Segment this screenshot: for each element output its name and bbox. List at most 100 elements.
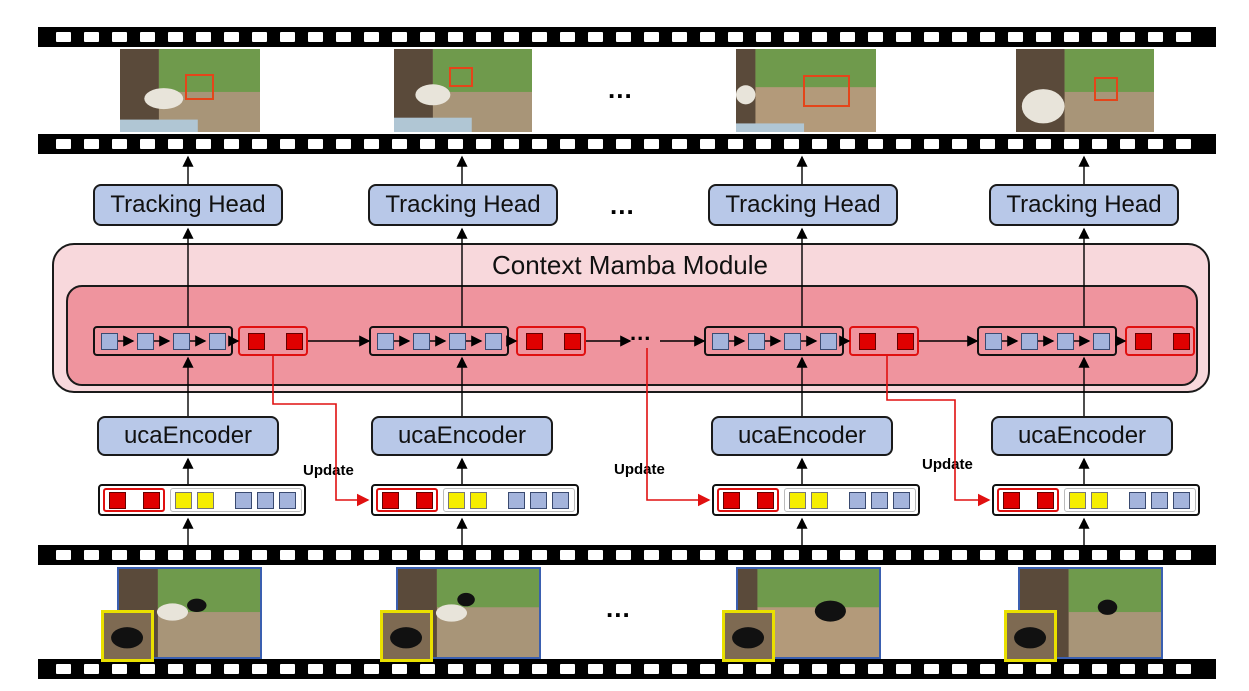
film-hole <box>1036 139 1051 149</box>
film-hole <box>896 664 911 674</box>
film-hole <box>448 664 463 674</box>
context-token <box>564 333 581 350</box>
tracking-head-3: Tracking Head <box>708 184 898 226</box>
search-token <box>1057 333 1074 350</box>
context-token <box>897 333 914 350</box>
film-hole <box>924 550 939 560</box>
search-token <box>1093 333 1110 350</box>
film-hole <box>672 664 687 674</box>
search-token <box>235 492 252 509</box>
tracking-head-4: Tracking Head <box>989 184 1179 226</box>
context-token <box>1037 492 1054 509</box>
film-hole <box>980 32 995 42</box>
film-hole <box>868 550 883 560</box>
film-hole <box>1008 664 1023 674</box>
template-search-tokens <box>784 488 916 512</box>
film-hole <box>308 550 323 560</box>
film-hole <box>448 32 463 42</box>
film-hole <box>644 32 659 42</box>
update-arrow <box>646 348 711 507</box>
input-token-row-2 <box>371 484 579 516</box>
template-token <box>175 492 192 509</box>
film-hole <box>1120 139 1135 149</box>
film-hole <box>532 32 547 42</box>
template-token <box>448 492 465 509</box>
film-hole <box>532 664 547 674</box>
film-hole <box>560 550 575 560</box>
film-hole <box>1148 139 1163 149</box>
search-token <box>871 492 888 509</box>
template-search-tokens <box>1064 488 1196 512</box>
film-hole <box>812 32 827 42</box>
film-strip-top-upper <box>38 27 1216 47</box>
tracking-box <box>1094 77 1118 101</box>
film-hole <box>280 32 295 42</box>
context-mamba-title: Context Mamba Module <box>491 250 769 280</box>
film-hole <box>756 32 771 42</box>
film-hole <box>980 664 995 674</box>
film-strip-bottom-lower <box>38 659 1216 679</box>
film-hole <box>336 139 351 149</box>
film-hole <box>1148 32 1163 42</box>
film-hole <box>700 550 715 560</box>
update-label-1: Update <box>303 462 354 479</box>
context-tokens <box>376 488 438 512</box>
film-hole <box>224 139 239 149</box>
film-hole <box>140 550 155 560</box>
film-hole <box>924 32 939 42</box>
film-hole <box>728 550 743 560</box>
film-hole <box>112 139 127 149</box>
context-tokens <box>717 488 779 512</box>
film-hole <box>952 550 967 560</box>
film-hole <box>924 139 939 149</box>
film-hole <box>140 32 155 42</box>
template-token <box>1069 492 1086 509</box>
film-hole <box>364 550 379 560</box>
film-hole <box>392 664 407 674</box>
ellipsis-sequence: ... <box>630 320 652 345</box>
output-frame-3 <box>734 47 878 134</box>
film-hole <box>1176 139 1191 149</box>
film-hole <box>756 550 771 560</box>
context-token <box>859 333 876 350</box>
film-hole <box>532 550 547 560</box>
search-token <box>985 333 1002 350</box>
context-token <box>1173 333 1190 350</box>
film-hole <box>1092 32 1107 42</box>
film-strip-bottom-upper <box>38 545 1216 565</box>
search-token <box>137 333 154 350</box>
film-hole <box>840 139 855 149</box>
film-hole <box>1036 550 1051 560</box>
film-hole <box>1064 32 1079 42</box>
film-hole <box>1092 664 1107 674</box>
film-hole <box>952 32 967 42</box>
template-token <box>470 492 487 509</box>
film-hole <box>112 664 127 674</box>
update-label-3: Update <box>922 456 973 473</box>
search-token-group-1 <box>93 326 233 356</box>
film-hole <box>252 32 267 42</box>
film-hole <box>112 550 127 560</box>
film-hole <box>784 550 799 560</box>
search-token <box>279 492 296 509</box>
template-frame-4 <box>1004 610 1057 662</box>
film-hole <box>868 664 883 674</box>
film-hole <box>616 139 631 149</box>
template-frame-1 <box>101 610 154 662</box>
film-hole <box>728 664 743 674</box>
search-token <box>449 333 466 350</box>
film-hole <box>224 32 239 42</box>
film-hole <box>812 664 827 674</box>
film-hole <box>84 550 99 560</box>
film-hole <box>560 32 575 42</box>
film-hole <box>840 32 855 42</box>
film-hole <box>1176 32 1191 42</box>
film-hole <box>868 139 883 149</box>
film-hole <box>476 664 491 674</box>
search-token <box>530 492 547 509</box>
film-hole <box>784 32 799 42</box>
film-hole <box>952 664 967 674</box>
film-hole <box>252 139 267 149</box>
film-hole <box>280 550 295 560</box>
tracking-box <box>803 75 850 107</box>
